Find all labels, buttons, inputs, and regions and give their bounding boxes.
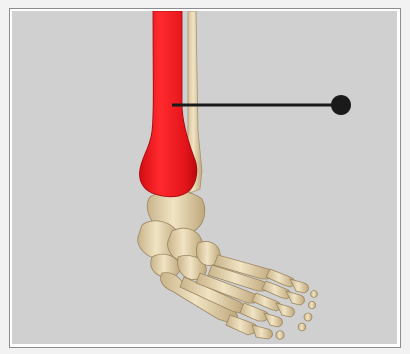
anatomy-illustration [12,11,397,344]
pointer-dot [331,95,351,115]
foot-bones [138,191,221,279]
illustration-viewport [12,11,397,344]
